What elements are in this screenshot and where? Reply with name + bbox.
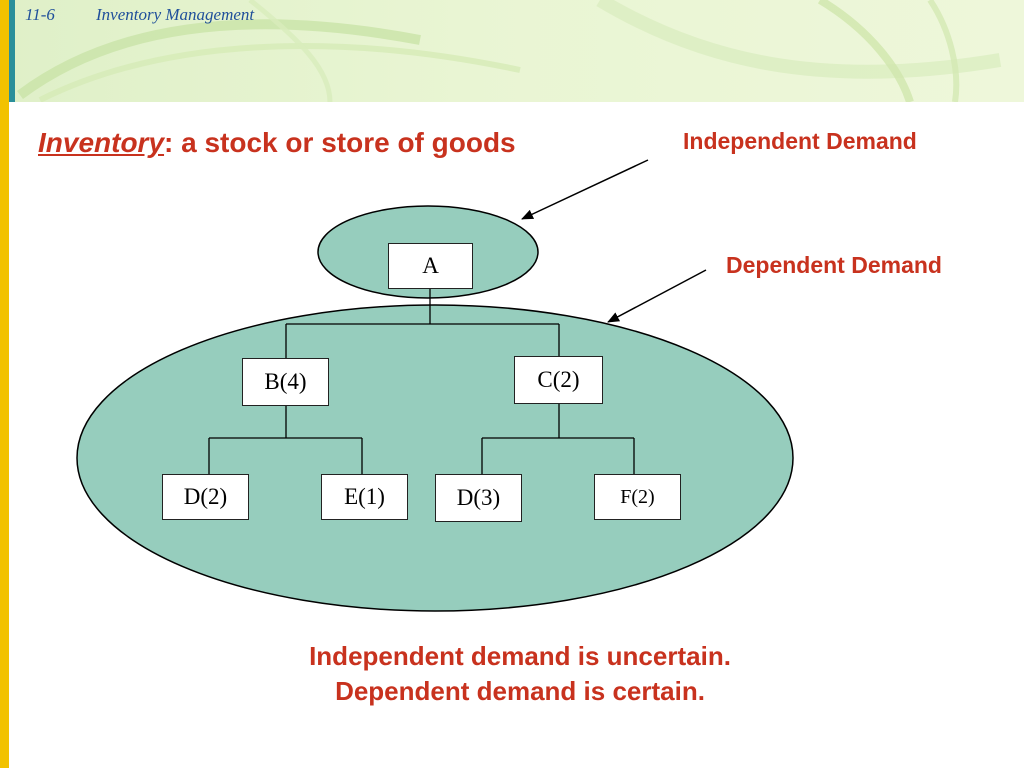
node-f2-label: F(2) — [620, 485, 655, 508]
node-c-label: C(2) — [537, 367, 580, 392]
node-c: C(2) — [514, 356, 603, 404]
node-e1: E(1) — [321, 474, 408, 520]
dependent-demand-ellipse — [76, 304, 794, 612]
node-f2: F(2) — [594, 474, 681, 520]
arrow-dependent — [607, 269, 707, 323]
tree-connectors — [208, 289, 635, 474]
conclusion-line-1: Independent demand is uncertain. — [309, 641, 731, 671]
header-band — [0, 0, 1024, 102]
node-d3: D(3) — [435, 474, 522, 522]
independent-demand-label: Independent Demand — [683, 128, 917, 154]
title-definition: : a stock or store of goods — [164, 127, 516, 158]
node-d3-label: D(3) — [456, 485, 501, 510]
header-title: Inventory Management — [96, 5, 255, 24]
node-a-label: A — [422, 253, 439, 278]
left-accent-stripe-teal — [9, 0, 15, 102]
node-d2-label: D(2) — [183, 484, 228, 509]
node-a: A — [388, 243, 473, 289]
node-e1-label: E(1) — [344, 484, 385, 509]
title-term: Inventory — [38, 127, 165, 158]
header-decoration-swirls — [17, 0, 1002, 102]
dependent-demand-label: Dependent Demand — [726, 252, 942, 278]
conclusion-line-2: Dependent demand is certain. — [335, 676, 705, 706]
node-d2: D(2) — [162, 474, 249, 520]
node-b: B(4) — [242, 358, 329, 406]
arrow-independent — [521, 159, 649, 220]
node-b-label: B(4) — [264, 369, 307, 394]
slide-title: Inventory: a stock or store of goods — [38, 127, 516, 159]
left-accent-stripe — [0, 0, 9, 768]
header-page-number: 11-6 — [25, 5, 55, 24]
